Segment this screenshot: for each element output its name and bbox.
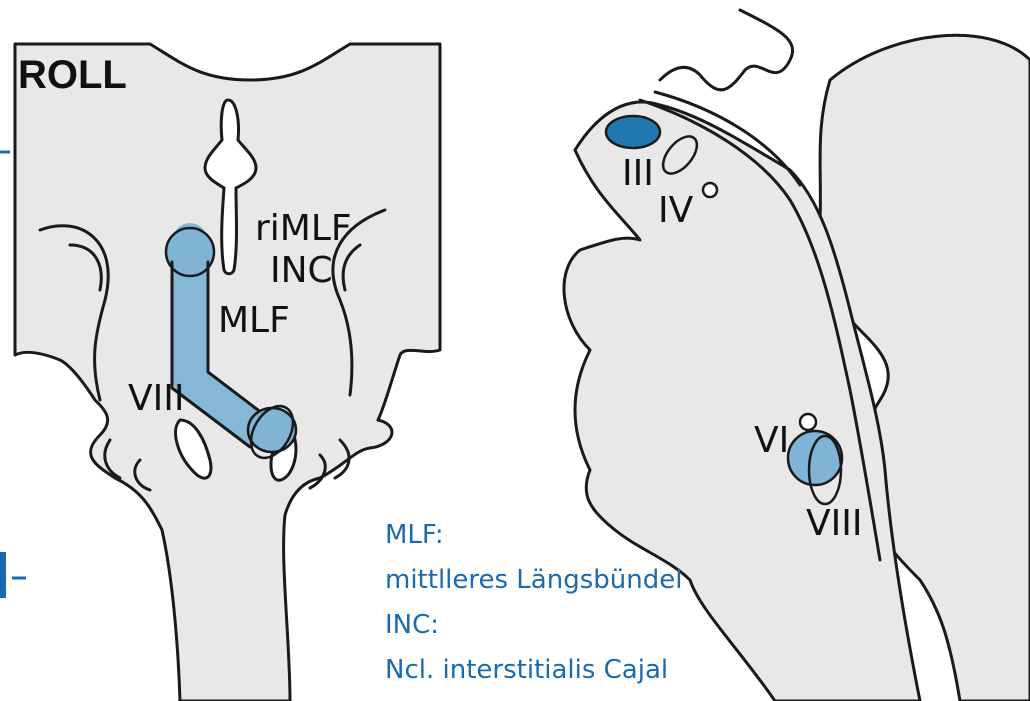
legend-line-1: MLF:	[385, 520, 444, 550]
legend-line-4: Ncl. interstitialis Cajal	[385, 655, 668, 685]
view-title: ROLL	[18, 53, 127, 97]
vestibular-nucleus-left	[248, 408, 296, 452]
label-viii-right: VIII	[806, 503, 862, 544]
tectum-outline	[660, 10, 793, 90]
label-iii: III	[622, 153, 654, 194]
vestibular-nucleus-right	[788, 431, 842, 485]
oculomotor-nucleus	[606, 116, 660, 148]
label-mlf: MLF	[218, 300, 290, 341]
abducens-nucleus	[800, 414, 816, 430]
label-inc: INC	[270, 250, 333, 291]
right-brainstem-section: III IV VI VIII	[564, 10, 1030, 701]
label-vi: VI	[754, 420, 789, 461]
label-rimlf: riMLF	[255, 208, 352, 249]
left-brainstem-section: ROLL riMLF INC MLF VIII	[15, 44, 440, 701]
legend-line-3: INC:	[385, 610, 439, 640]
label-iv: IV	[658, 190, 694, 231]
edge-bar-bottom	[0, 552, 6, 598]
legend-line-2: mittlleres Längsbündel	[385, 565, 682, 595]
trochlear-nucleus	[703, 183, 717, 197]
label-viii-left: VIII	[128, 378, 184, 419]
